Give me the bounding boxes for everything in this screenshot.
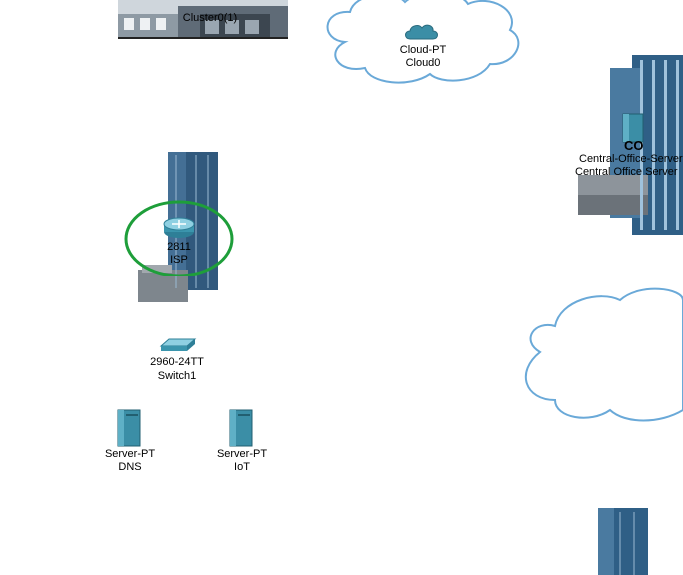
isp-type-label: 2811	[167, 241, 191, 253]
switch1-type-label: 2960-24TT	[150, 356, 204, 368]
iot-type-label: Server-PT	[216, 448, 268, 460]
cluster-type-label: Cluster0(1)	[182, 12, 238, 24]
isp-router-device[interactable]: 2811 ISP	[124, 198, 236, 276]
iot-server-device[interactable]: Server-PT IoT	[210, 408, 274, 474]
cloud-art-right	[524, 287, 683, 422]
dns-name-label: DNS	[118, 461, 142, 473]
house-cluster-art	[118, 0, 288, 39]
selection-highlight-ring	[124, 200, 234, 276]
cluster-device[interactable]: Cluster0(1)	[160, 2, 260, 32]
co-badge: CO	[624, 138, 644, 153]
iot-name-label: IoT	[234, 461, 250, 473]
isp-name-label: ISP	[170, 254, 188, 266]
server-icon	[117, 409, 141, 447]
cloud-icon	[405, 24, 438, 40]
dns-server-device[interactable]: Server-PT DNS	[98, 408, 162, 474]
server-icon	[229, 409, 253, 447]
switch1-name-label: Switch1	[157, 370, 197, 382]
isp-tower-art	[138, 152, 218, 302]
dns-type-label: Server-PT	[104, 448, 156, 460]
cloud0-device[interactable]: Cloud-PT Cloud0	[378, 22, 468, 74]
switch1-device[interactable]: 2960-24TT Switch1	[140, 336, 214, 384]
cloud0-type-label: Cloud-PT	[399, 44, 447, 56]
central-office-server-device[interactable]: CO Central-Office-Server Central Office …	[572, 112, 683, 182]
server-icon	[622, 113, 644, 143]
cloud0-name-label: Cloud0	[405, 57, 441, 69]
switch-icon	[159, 338, 197, 351]
tower-art-bottom	[598, 508, 648, 575]
central-office-name-label: Central Office Server	[575, 166, 678, 178]
router-icon	[163, 217, 195, 238]
cloud-art-top	[326, 0, 520, 84]
central-office-type-label: Central-Office-Server	[579, 153, 683, 165]
central-office-tower-art	[578, 55, 683, 235]
